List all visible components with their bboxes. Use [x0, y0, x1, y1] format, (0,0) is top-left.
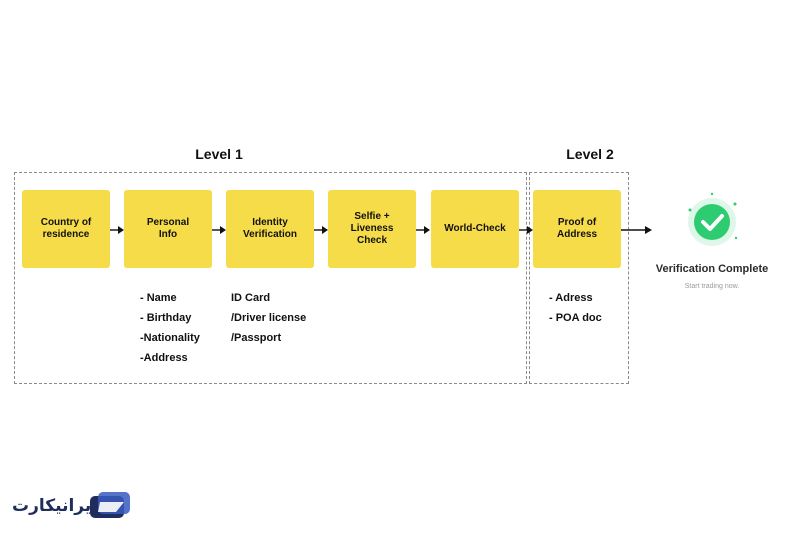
detail-item: - Name — [140, 292, 177, 304]
verification-complete-subtitle: Start trading now. — [684, 283, 740, 290]
card-logo-icon — [90, 492, 130, 518]
verification-complete-title: Verification Complete — [655, 263, 769, 275]
step-world-check: World-Check — [431, 190, 519, 268]
detail-item: - Adress — [549, 292, 593, 304]
address-details: - Adress - POA doc — [549, 288, 602, 328]
check-circle-icon — [688, 192, 738, 246]
arrow-right-icon — [519, 226, 533, 234]
brand-name: ایرانیکارت — [12, 496, 98, 515]
detail-item: - POA doc — [549, 312, 602, 324]
level-1-title: Level 1 — [195, 146, 243, 162]
step-identity-verification: Identity Verification — [226, 190, 314, 268]
detail-item: - Birthday — [140, 312, 192, 324]
arrow-right-icon — [110, 226, 124, 234]
arrow-right-icon — [416, 226, 430, 234]
detail-item: -Nationality — [140, 332, 200, 344]
identity-details: ID Card /Driver license /Passport — [231, 288, 306, 348]
personal-info-details: - Name - Birthday -Nationality -Address — [140, 288, 200, 368]
level-1-group — [14, 172, 527, 384]
level-2-title: Level 2 — [566, 146, 614, 162]
arrow-right-icon — [314, 226, 328, 234]
detail-item: /Passport — [231, 332, 282, 344]
step-proof-of-address: Proof of Address — [533, 190, 621, 268]
level-2-group — [529, 172, 629, 384]
detail-item: /Driver license — [231, 312, 307, 324]
detail-item: ID Card — [231, 292, 271, 304]
arrow-right-icon — [212, 226, 226, 234]
step-country-of-residence: Country of residence — [22, 190, 110, 268]
detail-item: -Address — [140, 352, 188, 364]
step-personal-info: Personal Info — [124, 190, 212, 268]
step-selfie-liveness-check: Selfie + Liveness Check — [328, 190, 416, 268]
arrow-right-icon — [621, 226, 652, 234]
